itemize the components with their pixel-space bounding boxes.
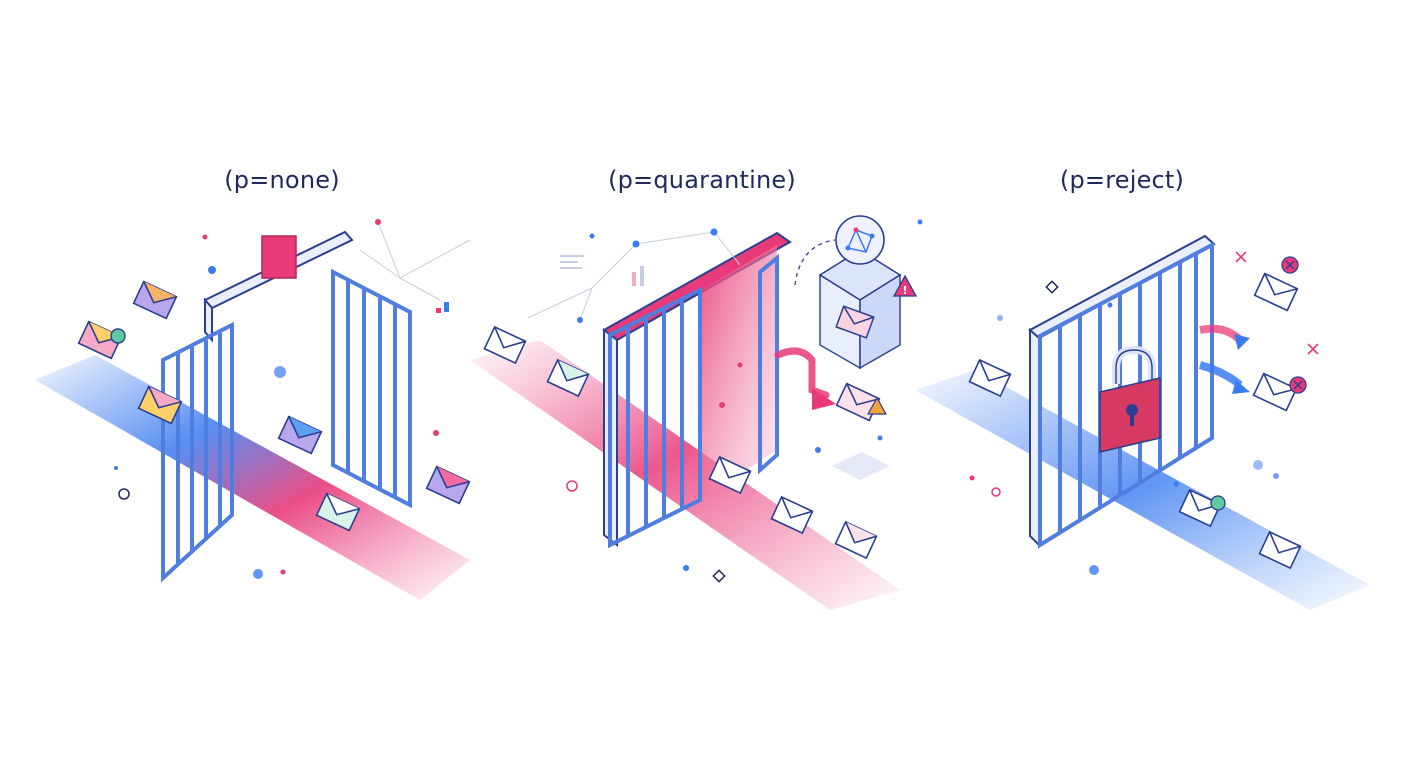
decor-dot [202, 234, 208, 240]
envelope-icon [483, 325, 527, 365]
mail-flow-stream [915, 370, 1370, 610]
x-mark-icon [1293, 380, 1303, 390]
envelope-icon [835, 305, 875, 339]
panel-reject [915, 234, 1370, 610]
panel-quarantine: ! [470, 215, 923, 610]
panel-title-none: (p=none) [224, 166, 340, 194]
gate-door-left [161, 321, 234, 583]
warning-triangle-icon [866, 396, 888, 415]
decor-dot [589, 233, 595, 239]
decor-dot [444, 302, 449, 312]
envelope-icon [315, 492, 361, 532]
decor-dot [877, 435, 883, 441]
decor-dot [114, 466, 118, 470]
decor-dot [719, 402, 725, 408]
padlock-icon [1099, 345, 1161, 454]
decor-dot [737, 362, 743, 368]
checkmark-badge-icon [1210, 495, 1226, 511]
envelope-icon [1258, 530, 1302, 570]
decor-dot [969, 475, 975, 481]
dashed-connector [794, 239, 836, 286]
decor-dot [1107, 302, 1113, 308]
decor-dot [1253, 460, 1263, 470]
mail-flow-stream [35, 355, 470, 600]
decor-dot [997, 315, 1003, 321]
x-mark-icon [1235, 251, 1247, 263]
arrow-icon [1234, 334, 1250, 350]
decor-dot [566, 480, 578, 492]
panel-title-quarantine: (p=quarantine) [608, 166, 796, 194]
envelope-icon [137, 385, 183, 425]
network-node-icon [835, 215, 885, 265]
decor-dot [1273, 473, 1279, 479]
decor-dot [577, 317, 583, 323]
decor-dot [280, 569, 286, 575]
decor-dot [118, 488, 130, 500]
panel-title-reject: (p=reject) [1059, 166, 1185, 194]
gate-door-right [331, 268, 412, 509]
decor-dot [710, 228, 718, 236]
svg-text:!: ! [902, 284, 907, 297]
arrow-icon [1199, 324, 1243, 343]
arrow-icon [774, 347, 830, 399]
decor-dot [632, 240, 640, 248]
decor-dot [375, 219, 381, 225]
decor-dot [712, 569, 726, 583]
envelope-icon [425, 465, 471, 505]
envelope-icon [1253, 272, 1299, 312]
envelope-icon [546, 358, 590, 398]
decor-dot [208, 266, 216, 274]
arrow-icon [1232, 380, 1250, 394]
mini-chart-icon [560, 255, 644, 286]
decor-dot [991, 487, 1001, 497]
pad-tile [832, 452, 890, 480]
envelope-icon [1252, 372, 1298, 412]
arrow-icon [812, 388, 836, 410]
x-mark-icon [1285, 260, 1295, 270]
envelope-icon [132, 280, 178, 320]
panel-none [35, 219, 471, 600]
gate-door-left [608, 286, 702, 549]
decor-dot [1089, 565, 1099, 575]
envelope-icon [708, 455, 752, 495]
pink-marker-block [261, 235, 297, 279]
arrow-icon [1198, 361, 1243, 389]
envelope-icon [835, 382, 881, 422]
decor-dot [917, 219, 923, 225]
warning-triangle-icon: ! [892, 274, 918, 297]
decor-dot [1045, 280, 1059, 294]
gate-door-panel [700, 245, 777, 500]
decor-dot [683, 565, 689, 571]
decor-dot [253, 569, 263, 579]
decor-dot [436, 308, 441, 313]
envelope-icon [834, 520, 878, 560]
envelope-icon [968, 358, 1012, 398]
envelope-icon [770, 495, 814, 535]
decor-dot [274, 366, 286, 378]
network-node-icon [359, 221, 471, 301]
quarantine-box [818, 249, 902, 370]
x-mark-icon [1307, 343, 1319, 355]
decor-dot [815, 447, 821, 453]
mail-flow-stream [470, 340, 900, 610]
checkmark-badge-icon [110, 328, 126, 344]
decor-dot [1173, 481, 1179, 487]
envelope-icon [277, 415, 323, 455]
decor-dot [433, 430, 439, 436]
gate-door-swing [758, 253, 779, 475]
